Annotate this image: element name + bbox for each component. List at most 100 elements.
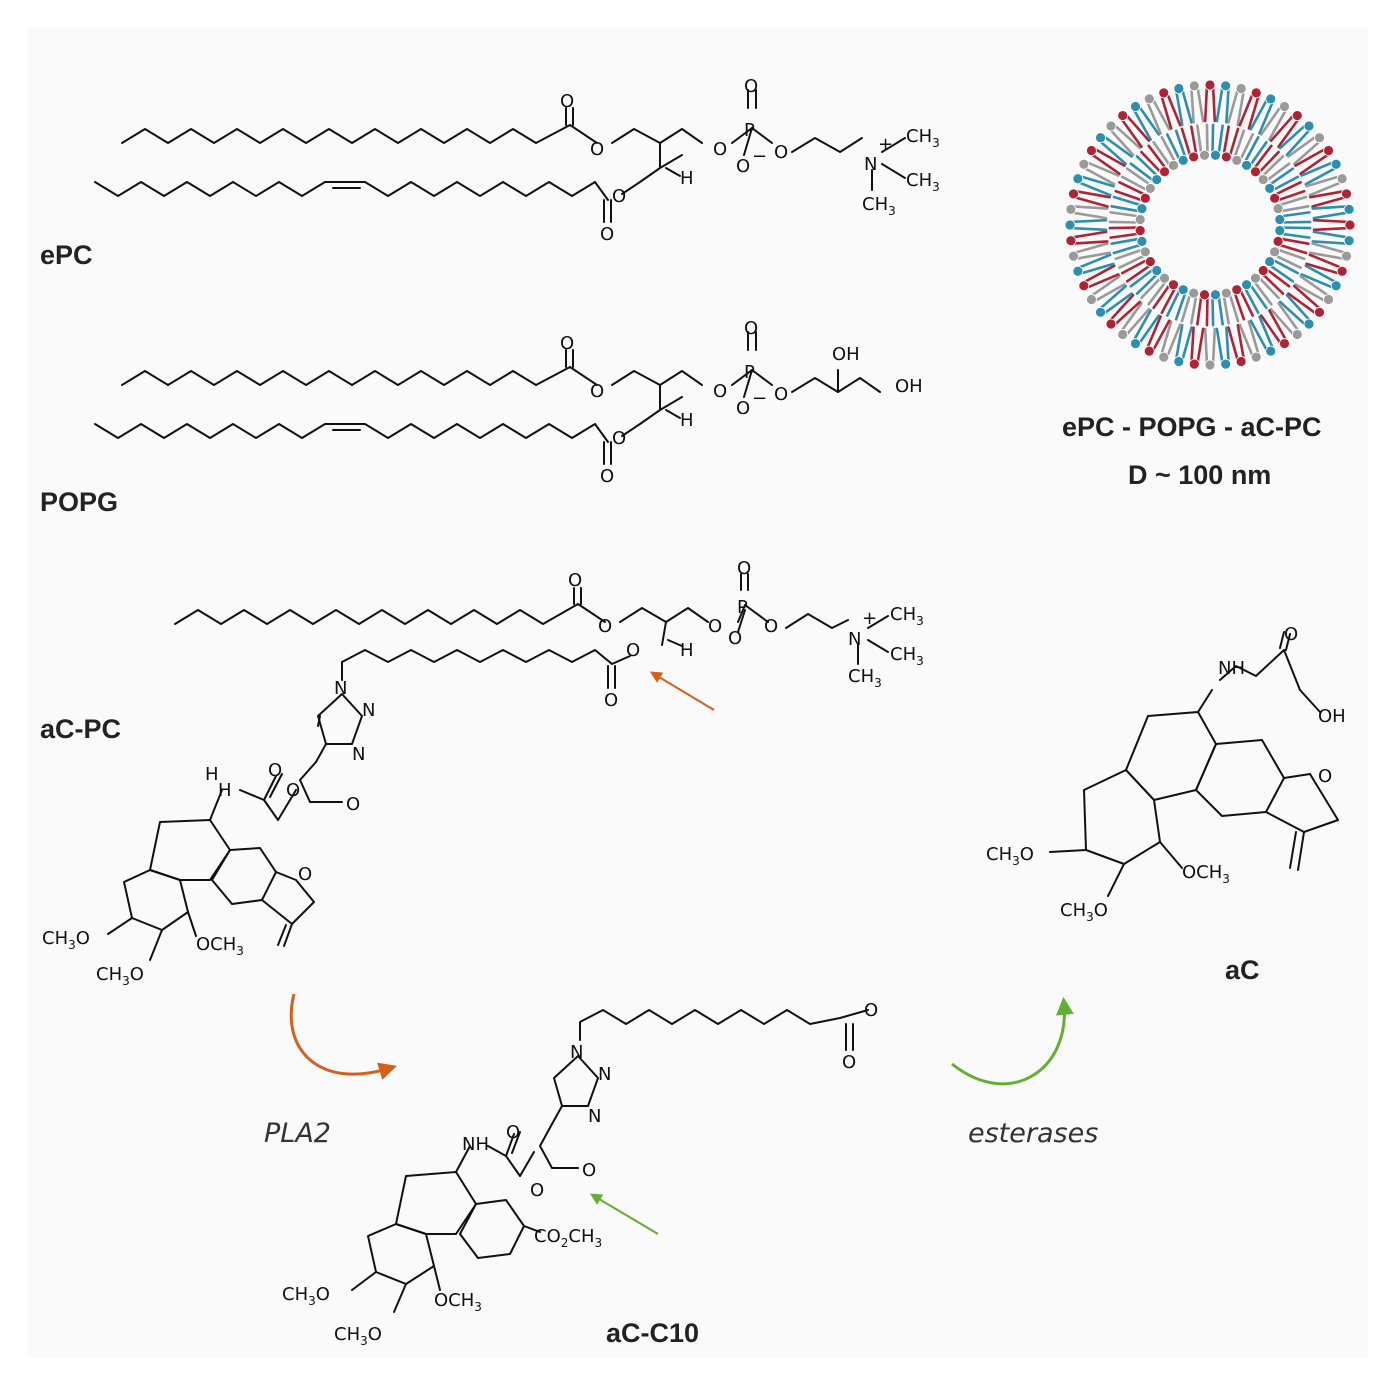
lipid-molecule <box>1264 167 1300 194</box>
atom-o: O <box>346 794 360 815</box>
lipid-molecule <box>1086 145 1126 176</box>
lipid-molecule <box>1257 265 1291 295</box>
popg-palmitoyl-chain <box>121 366 598 386</box>
atom-h: H <box>680 640 694 661</box>
lipid-molecule <box>1114 180 1151 204</box>
enzyme-pla2: PLA2 <box>264 1118 331 1149</box>
lipid-molecule <box>1215 80 1232 124</box>
lipid-molecule <box>1309 242 1352 262</box>
methyl: CH3 <box>890 644 924 668</box>
atom-p: P <box>744 362 755 383</box>
atom-h: H <box>680 168 694 189</box>
atom-o: O <box>298 864 312 885</box>
lipid-molecule <box>1274 225 1312 239</box>
lipid-molecule <box>1095 132 1133 166</box>
lipid-molecule <box>1238 87 1262 130</box>
atom-h: H <box>205 764 219 785</box>
label-ac: aC <box>1225 955 1260 985</box>
lipid-molecule <box>1210 123 1224 161</box>
atom-n: N <box>334 678 347 699</box>
lipid-molecule <box>1311 203 1355 220</box>
lipid-molecule <box>1110 235 1148 255</box>
atom-p: P <box>744 120 755 141</box>
lipid-molecule <box>1269 302 1303 340</box>
liposome-size: D ~ 100 nm <box>1128 460 1272 490</box>
lipid-molecule <box>1274 211 1312 225</box>
label-acc10: aC-C10 <box>606 1318 700 1348</box>
label-acpc: aC-PC <box>40 714 122 744</box>
lipid-molecule <box>1264 256 1300 283</box>
lipid-molecule <box>1130 309 1161 349</box>
atom-n: N <box>848 629 861 650</box>
lipid-molecule <box>1250 144 1280 178</box>
lipid-molecule <box>1220 287 1240 325</box>
lipid-molecule <box>1068 242 1111 262</box>
atom-o: O <box>560 333 574 354</box>
atom-n: N <box>570 1042 583 1063</box>
ac-structure: NH O OH O CH3O OCH3 CH3O <box>986 624 1346 924</box>
pla2-reaction-arrow <box>289 993 397 1080</box>
atom-o: O <box>736 156 750 177</box>
lipid-molecule <box>1231 284 1255 321</box>
atom-o: O <box>612 428 626 449</box>
lipid-molecule <box>1259 101 1290 141</box>
lipid-molecule <box>1173 324 1193 367</box>
epc-palmitoyl-chain <box>121 124 598 144</box>
lipid-molecule <box>1278 120 1315 157</box>
lipid-molecule <box>1114 246 1151 270</box>
atom-o: O <box>560 91 574 112</box>
lipid-molecule <box>1294 145 1334 176</box>
lipid-molecule <box>1203 327 1217 371</box>
atom-o: O <box>590 381 604 402</box>
lipid-molecule <box>1143 93 1171 135</box>
atom-o: O <box>736 398 750 419</box>
lipid-molecule <box>1249 93 1277 135</box>
lipid-molecule <box>1140 144 1170 178</box>
atom-o: O <box>774 384 788 405</box>
atom-o: O <box>708 616 722 637</box>
atom-n: N <box>598 1064 611 1085</box>
methyl: CH3 <box>890 604 924 628</box>
lipid-molecule <box>1078 158 1120 186</box>
atom-o: O <box>774 142 788 163</box>
lipid-molecule <box>1130 101 1161 141</box>
trimethoxy-benzene-ring <box>367 1223 435 1285</box>
atom-o: O <box>268 760 282 781</box>
lipid-molecule <box>1129 265 1163 295</box>
enzyme-esterases: esterases <box>968 1118 1099 1149</box>
atom-o: O <box>600 466 614 487</box>
atom-o: O <box>568 570 582 591</box>
lipid-molecule <box>1129 155 1163 185</box>
lipid-molecule <box>1140 272 1170 306</box>
benzofuran-ring <box>211 847 277 905</box>
atom-o: O <box>582 1160 596 1181</box>
atom-n: N <box>864 154 877 175</box>
lipid-molecule <box>1158 320 1182 363</box>
acc10-decanoic-chain <box>579 1009 869 1041</box>
atom-o: O <box>600 224 614 245</box>
lipid-molecule <box>1105 293 1142 330</box>
methyl: CH3 <box>906 170 940 194</box>
lipid-molecule <box>1294 274 1334 305</box>
minus-charge: − <box>752 146 767 167</box>
lipid-molecule <box>1272 195 1310 215</box>
lipid-molecule <box>1078 264 1120 292</box>
lipid-molecule <box>1095 284 1133 318</box>
minus-charge: − <box>752 388 767 409</box>
lipid-molecule <box>1220 125 1240 163</box>
lipid-molecule <box>1152 135 1179 171</box>
atom-o: O <box>744 76 758 97</box>
triazole-ring <box>553 1055 599 1107</box>
methoxy: CH3O <box>282 1284 330 1308</box>
epc-structure: O O O O H O P O O − O N + CH3 CH3 CH3 <box>94 76 940 245</box>
lipid-molecule <box>1278 293 1315 330</box>
lipid-molecule <box>1210 289 1224 327</box>
atom-o: O <box>626 640 640 661</box>
hydroxyl: OH <box>895 376 923 397</box>
hydroxyl: OH <box>832 344 860 365</box>
lipid-molecule <box>1269 110 1303 148</box>
lipid-molecule <box>1143 315 1171 357</box>
lipid-molecule <box>1180 125 1200 163</box>
ester-benzene-ring <box>459 1199 525 1259</box>
